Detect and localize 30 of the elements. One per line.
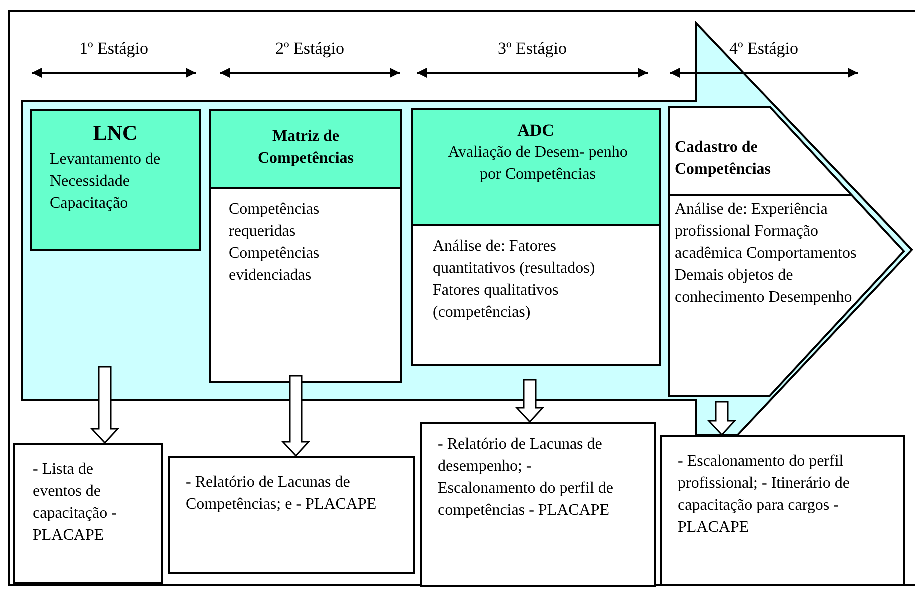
box-heading: ADC xyxy=(516,120,556,142)
arrow-band xyxy=(22,23,912,435)
output-box xyxy=(168,456,415,574)
stage-label: 4º Estágio xyxy=(728,38,800,60)
body-text: Levantamento de Necessidade Capacitação xyxy=(50,150,162,214)
stage-label: 3º Estágio xyxy=(496,38,568,60)
split-box xyxy=(411,108,661,366)
block-arrow xyxy=(90,366,120,444)
block-arrow xyxy=(515,379,545,424)
output-box xyxy=(420,422,656,587)
output-text: - Lista de eventos de capacitação - PLACAPE xyxy=(33,460,118,546)
output-box xyxy=(13,443,163,584)
process-box xyxy=(30,109,201,251)
body-text: Competências requeridas Competências evidenciadas xyxy=(229,200,321,286)
block-arrow xyxy=(281,375,311,458)
box-heading: Cadastro de Competências xyxy=(675,138,772,180)
output-text: - Escalonamento do perfil profissional; - Itinerário de capacitação para cargos - PLACAPE xyxy=(678,452,851,538)
output-text: - Relatório de Lacunas de desempenho; - Escalonamento do perfil de competências - PLACAPE xyxy=(438,435,614,521)
stage-label: 1º Estágio xyxy=(78,38,150,60)
pentagon-box xyxy=(669,107,904,396)
block-arrow xyxy=(707,401,737,436)
box-heading: LNC xyxy=(92,121,139,145)
box-heading: Matriz de Competências xyxy=(257,127,355,169)
subtitle-text: Avaliação de Desem- penho por Competências xyxy=(447,143,629,185)
output-box xyxy=(660,435,905,586)
body-text: Análise de: Fatores quantitativos (resultados) Fatores qualitativos (competências) xyxy=(433,237,596,323)
body-text: Análise de: Experiência profissional Formação acadêmica Comportamentos Demais objetos de conhecimento Desempenho xyxy=(675,200,858,308)
stage-label: 2º Estágio xyxy=(274,38,346,60)
output-text: - Relatório de Lacunas de Competências; e - PLACAPE xyxy=(186,473,378,515)
split-box xyxy=(209,109,402,383)
